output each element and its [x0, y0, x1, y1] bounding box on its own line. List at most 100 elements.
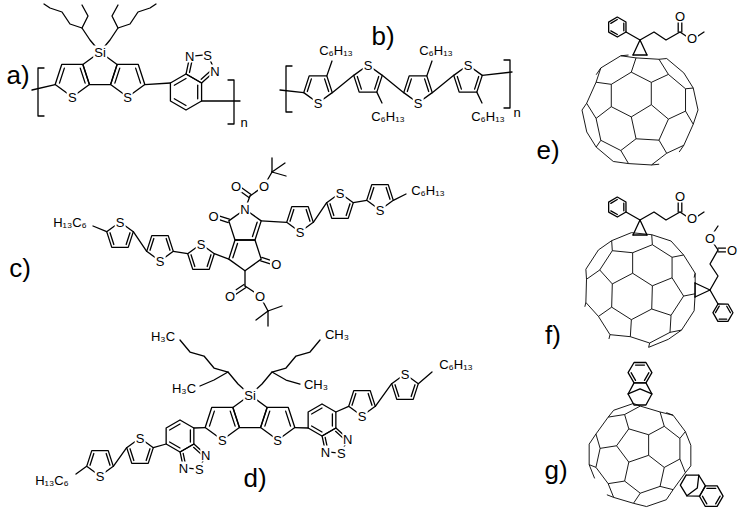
cage-edge: [631, 72, 651, 82]
atom-label: O: [258, 180, 270, 193]
bond-line: [312, 426, 322, 432]
panel-letter: a): [6, 62, 29, 88]
bond-line: [228, 80, 234, 124]
bond-line: [707, 488, 716, 489]
bond-line: [611, 31, 618, 35]
cage-edge: [585, 269, 587, 279]
bond-line: [719, 319, 726, 320]
bond-line: [727, 306, 731, 313]
cage-edge: [586, 302, 599, 316]
bond-line: [191, 255, 195, 267]
bond-line: [633, 40, 640, 55]
bond-lines: [32, 4, 733, 506]
cage-edge: [684, 73, 693, 88]
cage-edge: [629, 164, 652, 165]
atom-label: S: [155, 255, 166, 268]
cage-edge: [587, 82, 596, 103]
cage-edge: [613, 161, 628, 163]
bond-line: [130, 449, 134, 461]
bond-line: [106, 454, 110, 466]
cage-edge: [596, 434, 600, 448]
bond-line: [395, 385, 399, 397]
bond-line: [353, 200, 366, 202]
cage-edge: [640, 406, 660, 412]
fullerene-cages: [582, 55, 698, 507]
cage-edge: [671, 241, 684, 255]
atom-label: O: [686, 212, 698, 225]
bond-line: [330, 204, 334, 216]
bond-line: [609, 17, 626, 37]
atom-label: N: [320, 445, 331, 458]
atom-label: N: [342, 432, 353, 445]
bond-line: [702, 496, 706, 504]
atom-label: O: [686, 32, 698, 45]
bond-line: [110, 233, 114, 245]
cage-edge: [630, 337, 649, 343]
atom-label: S: [202, 48, 213, 61]
bond-line: [393, 194, 406, 200]
cage-edge: [609, 335, 610, 339]
cage-edge: [670, 330, 682, 332]
atom-label: S: [463, 59, 474, 72]
bond-line: [346, 204, 350, 216]
bond-line: [382, 75, 403, 92]
cage-edge: [598, 241, 611, 250]
bond-line: [146, 449, 150, 461]
bond-line: [710, 250, 718, 290]
bond-line: [174, 79, 186, 86]
cage-edge: [631, 117, 636, 139]
cage-edge: [668, 111, 685, 119]
cage-edge: [587, 270, 600, 279]
cage-edge: [666, 413, 673, 416]
cage-edge: [649, 455, 665, 467]
panel-letter: b): [371, 23, 394, 49]
bond-line: [370, 188, 374, 200]
cage-edge: [629, 455, 649, 462]
panel-letter: e): [536, 137, 559, 163]
bond-line: [261, 221, 286, 222]
bond-line: [368, 394, 372, 406]
cage-edge: [596, 417, 608, 434]
cage-edge: [631, 105, 651, 117]
cage-edge: [651, 153, 666, 165]
bond-line: [375, 384, 391, 407]
cage-edge: [582, 110, 587, 132]
bond-line: [38, 68, 44, 116]
cage-edge: [585, 302, 586, 306]
cage-edge: [600, 446, 616, 449]
cage-edge: [587, 132, 596, 147]
bond-line: [327, 61, 332, 76]
bond-line: [136, 68, 141, 83]
bond-line: [170, 442, 180, 448]
panel-letter: g): [544, 457, 567, 483]
atom-label: S: [363, 59, 374, 72]
cage-edge: [596, 467, 608, 483]
bond-line: [407, 79, 411, 92]
cage-edge: [586, 250, 599, 269]
bond-line: [153, 444, 166, 448]
cage-edge: [625, 462, 629, 481]
cage-edge: [600, 270, 613, 284]
cage-edge: [659, 140, 667, 153]
cage-edge: [647, 500, 667, 507]
substituent-label: H₃C: [150, 330, 176, 343]
bond-line: [695, 283, 710, 290]
bond-line: [418, 372, 432, 384]
cage-edge: [649, 426, 665, 434]
bond-line: [82, 5, 88, 28]
bond-line: [244, 271, 245, 286]
atom-label: S: [375, 204, 386, 217]
bond-line: [126, 233, 130, 245]
bond-line: [640, 40, 647, 55]
substituent-label: C₆H₁₃: [470, 110, 506, 123]
cage-edge: [633, 245, 653, 253]
atom-label: S: [295, 226, 306, 239]
bond-line: [80, 68, 85, 83]
cage-edge: [625, 481, 641, 493]
bond-line: [44, 4, 100, 52]
bond-line: [332, 75, 353, 92]
cage-edge: [601, 56, 621, 68]
bond-line: [272, 372, 300, 384]
bond-line: [197, 85, 198, 99]
substituent-label: C₆H₁₃: [410, 184, 446, 197]
